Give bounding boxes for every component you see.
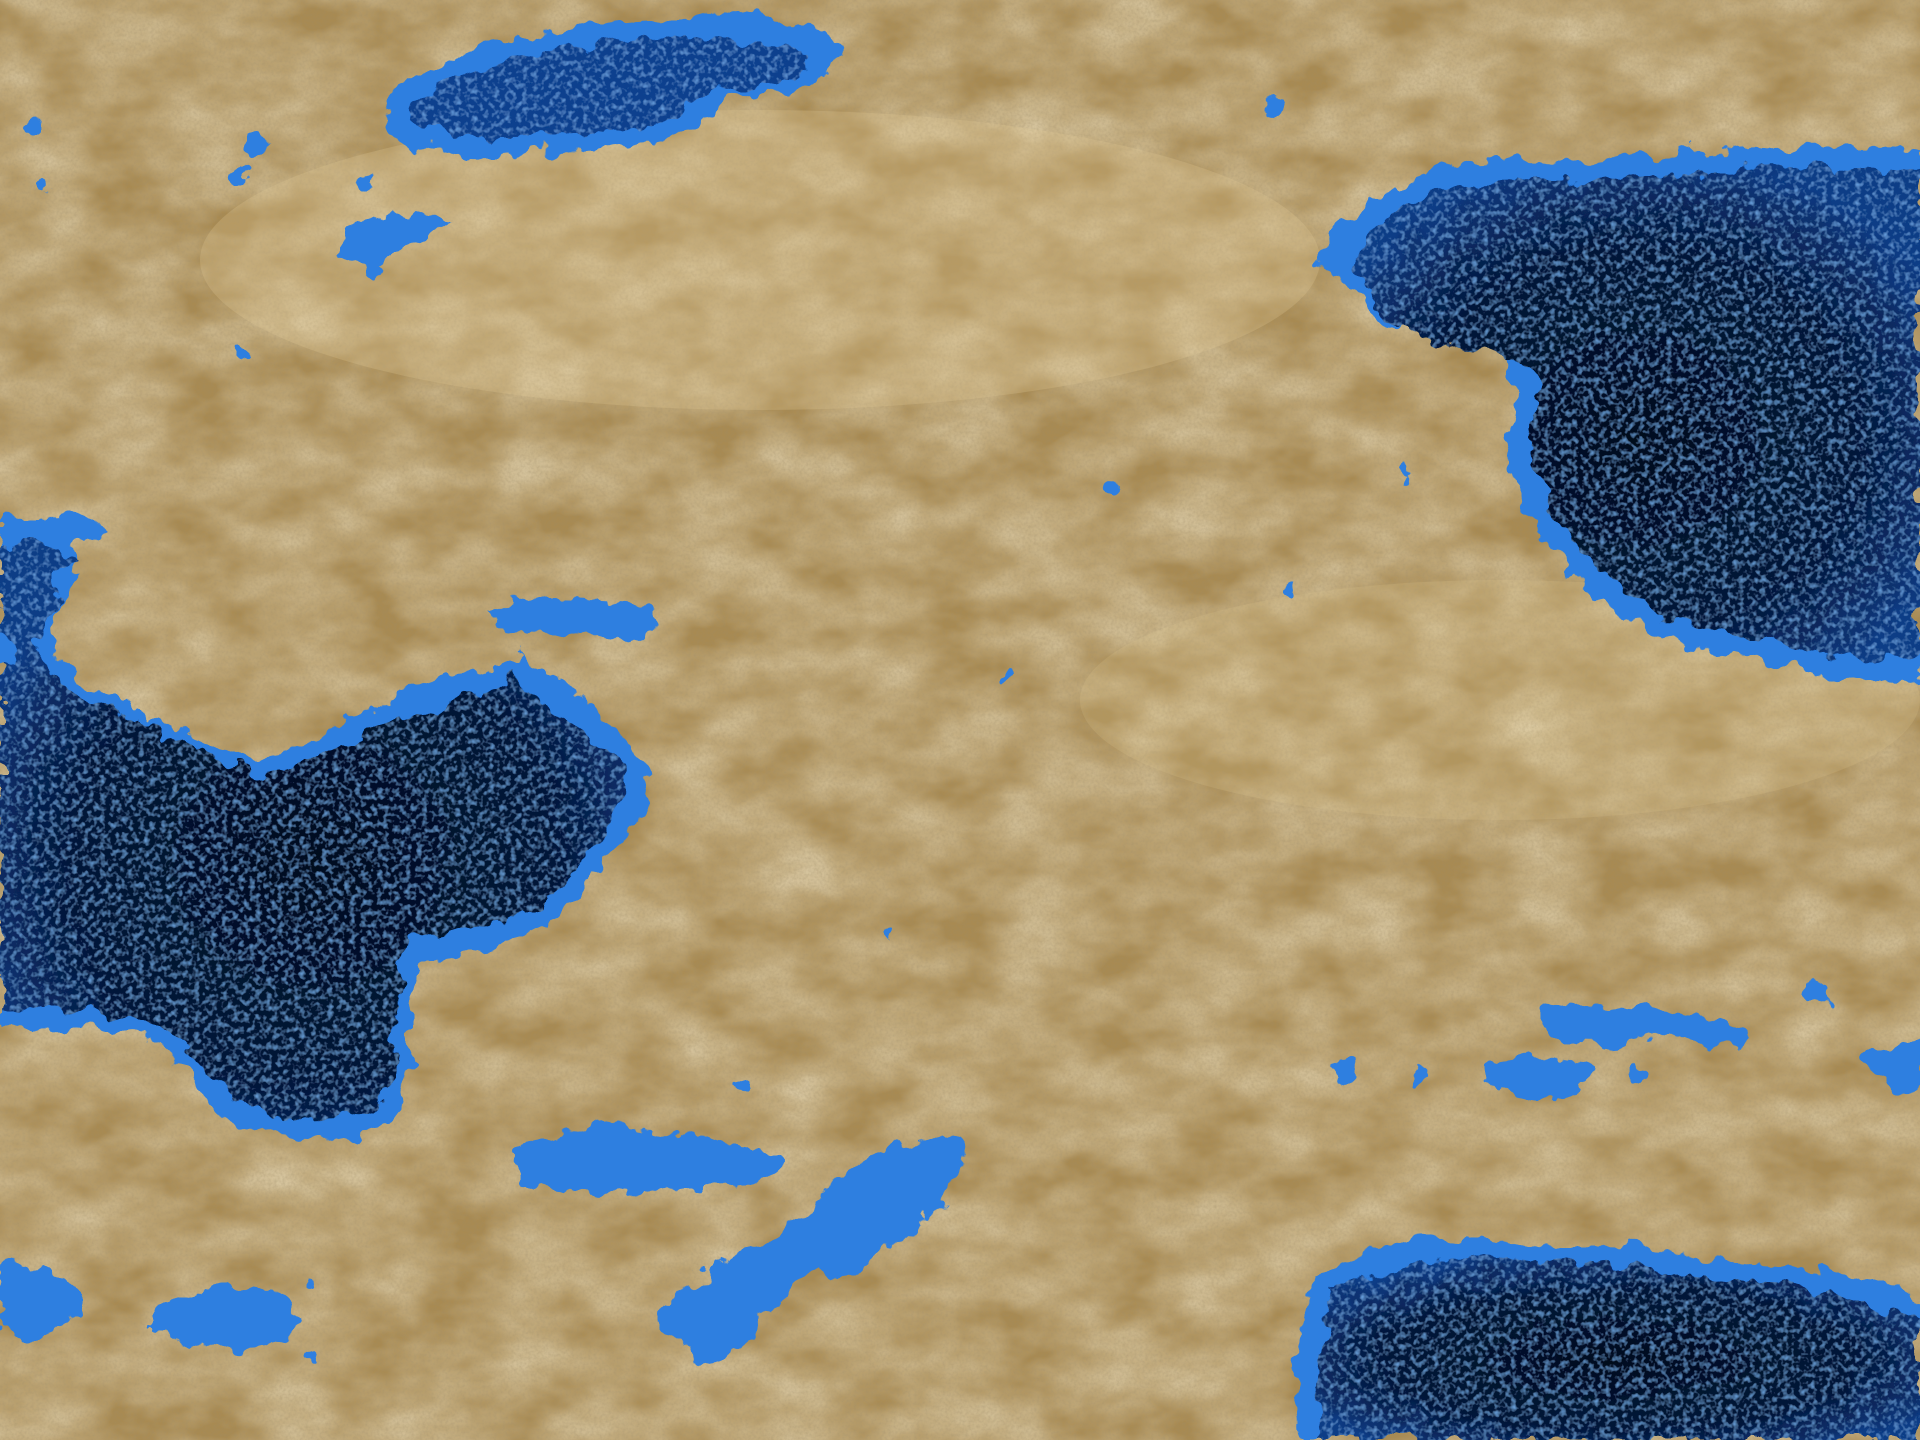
lake-top bbox=[409, 37, 812, 138]
terrain-bright-band bbox=[200, 110, 1320, 410]
lake-left bbox=[0, 543, 627, 1120]
lake-bottom-right bbox=[1316, 1259, 1920, 1440]
lake-right bbox=[1354, 167, 1920, 659]
lake-specks bbox=[0, 98, 1648, 1365]
lake-interiors bbox=[0, 37, 1920, 1440]
